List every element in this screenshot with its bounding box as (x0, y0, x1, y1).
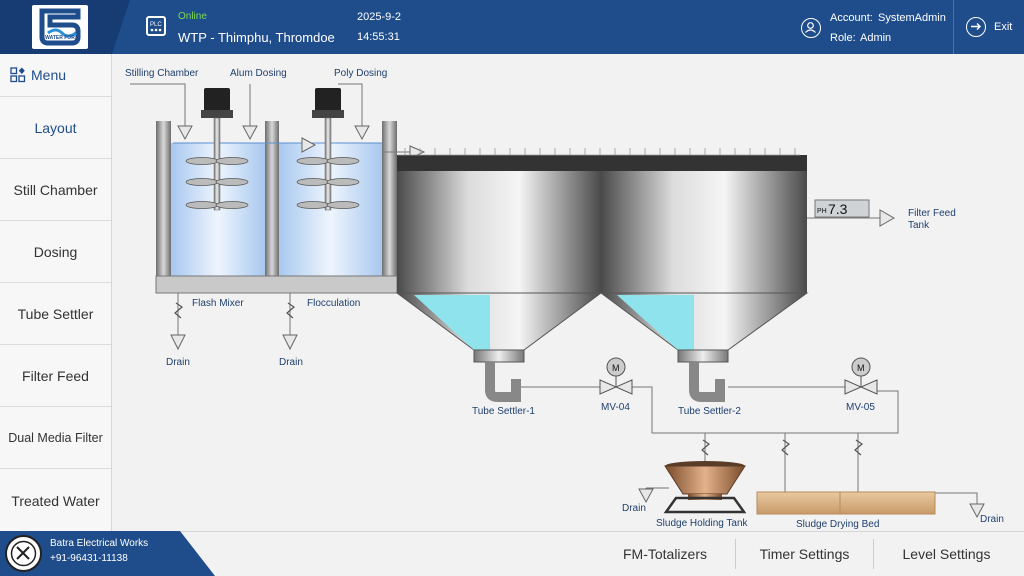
drain-arrow-icon (638, 488, 654, 504)
label-drain-3: Drain (622, 503, 646, 514)
tube-settler-1-tank (395, 155, 603, 402)
tab-level-settings[interactable]: Level Settings (902, 545, 991, 562)
flow-arrow-icon (301, 137, 317, 153)
process-diagram: PH 7.3 M M Stilling Chamber Alum Dosing … (125, 68, 1004, 530)
sidebar: Menu Layout Still Chamber Dosing Tube Se… (0, 54, 112, 531)
menu-label: Menu (31, 67, 67, 83)
brand-logo: WATER FOR EVERYONE (32, 5, 88, 49)
footer-separator (873, 539, 874, 569)
tab-timer-settings[interactable]: Timer Settings (759, 545, 850, 562)
label-drain-1: Drain (166, 357, 190, 368)
menu-button[interactable]: Menu (0, 54, 111, 97)
current-time: 14:55:31 (357, 31, 400, 43)
label-mv-05: MV-05 (846, 402, 875, 413)
label-drain-4: Drain (980, 514, 1004, 525)
flocculation-agitator (296, 88, 360, 211)
status-online: Online (178, 11, 207, 22)
label-flocculation: Flocculation (307, 298, 360, 309)
ph-label: PH (817, 208, 827, 215)
valve-motor-label: M (612, 363, 620, 373)
label-flash-mixer: Flash Mixer (192, 298, 244, 309)
overflow-weir (398, 148, 800, 156)
flash-mixer-tank (156, 121, 265, 281)
tab-fm-totalizers[interactable]: FM-Totalizers (622, 545, 707, 562)
user-icon[interactable] (801, 18, 821, 38)
label-poly-dosing: Poly Dosing (334, 68, 387, 79)
sidebar-item-dual-media-filter[interactable]: Dual Media Filter (0, 408, 111, 469)
alum-dosing-arrow-icon (242, 125, 258, 141)
company-phone: +91-96431-11138 (50, 553, 128, 564)
label-sludge-holding-tank: Sludge Holding Tank (656, 518, 749, 529)
ph-display: PH 7.3 (814, 199, 870, 218)
label-tube-settler-1: Tube Settler-1 (472, 406, 535, 417)
sidebar-item-layout[interactable]: Layout (0, 98, 111, 159)
drain-arrow-icon (170, 334, 186, 351)
exit-icon (966, 17, 986, 37)
drain-arrow-icon (969, 503, 985, 519)
pipe-joints (174, 302, 863, 456)
logo-area: WATER FOR EVERYONE (0, 0, 112, 54)
svg-text:PLC: PLC (150, 22, 162, 28)
menu-icon (10, 67, 26, 88)
valve-mv-05[interactable]: M (844, 357, 878, 395)
label-alum-dosing: Alum Dosing (230, 68, 287, 79)
sidebar-item-dosing[interactable]: Dosing (0, 222, 111, 283)
flash-mixer-agitator (185, 88, 249, 211)
company-info: Batra Electrical Works +91-96431-11138 (0, 531, 215, 576)
role-value: Admin (860, 32, 892, 44)
company-name: Batra Electrical Works (50, 538, 149, 549)
role-label: Role: (830, 32, 856, 44)
exit-button[interactable]: Exit (953, 0, 1024, 54)
drain-arrow-icon (282, 334, 298, 351)
label-stilling-chamber: Stilling Chamber (125, 68, 199, 79)
company-logo (5, 535, 42, 572)
tank-base (155, 275, 398, 294)
plc-icon: PLC (146, 16, 166, 36)
label-filter-feed-tank: Tank (908, 220, 930, 231)
poly-dosing-arrow-icon (354, 125, 370, 141)
sidebar-item-tube-settler[interactable]: Tube Settler (0, 284, 111, 345)
account-value: SystemAdmin (878, 12, 946, 24)
site-name: WTP - Thimphu, Thromdoe (178, 30, 335, 45)
valve-mv-04[interactable]: M (599, 357, 633, 395)
sidebar-item-still-chamber[interactable]: Still Chamber (0, 160, 111, 221)
label-tube-settler-2: Tube Settler-2 (678, 406, 741, 417)
header-divider (112, 0, 130, 54)
sidebar-item-filter-feed[interactable]: Filter Feed (0, 346, 111, 407)
top-bar (0, 0, 1024, 54)
valve-motor-label: M (857, 363, 865, 373)
label-drain-2: Drain (279, 357, 303, 368)
tube-settler-2-tank (599, 155, 809, 402)
current-date: 2025-9-2 (357, 11, 402, 23)
sludge-drying-bed (756, 491, 936, 515)
footer-separator (735, 539, 736, 569)
label-filter-feed: Filter Feed (908, 208, 956, 219)
label-mv-04: MV-04 (601, 402, 630, 413)
exit-label: Exit (994, 21, 1013, 33)
label-sludge-drying-bed: Sludge Drying Bed (796, 519, 879, 530)
stilling-chamber-arrow-icon (177, 125, 193, 141)
filter-feed-arrow-icon (879, 209, 896, 227)
logo-tagline: WATER FOR EVERYONE (45, 35, 75, 47)
sludge-holding-tank (663, 461, 747, 514)
ph-value: 7.3 (828, 201, 848, 217)
account-label: Account: (830, 12, 873, 24)
sidebar-item-treated-water[interactable]: Treated Water (11, 492, 100, 509)
